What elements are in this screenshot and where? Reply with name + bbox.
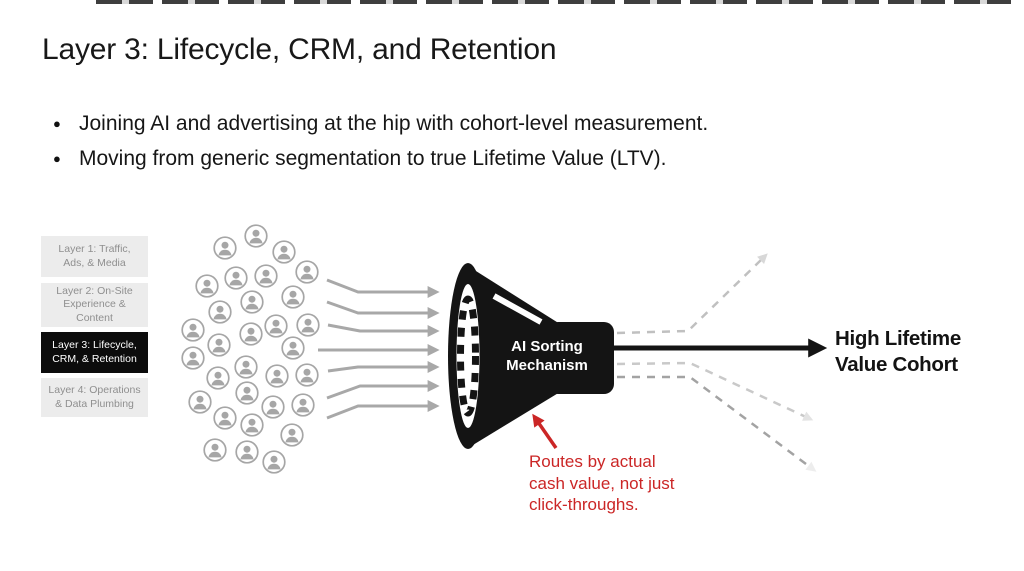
funnel-label-line: AI Sorting	[511, 338, 583, 355]
person-icon	[280, 423, 304, 447]
person-icon	[261, 395, 285, 419]
flow-arrow	[326, 400, 440, 420]
person-icon	[235, 440, 259, 464]
person-icon	[291, 393, 315, 417]
flow-arrow	[326, 278, 440, 298]
layer-nav-item-4: Layer 4: Operations & Data Plumbing	[41, 378, 148, 417]
person-icon	[235, 381, 259, 405]
flow-arrow	[327, 361, 440, 373]
person-icon	[234, 355, 258, 379]
funnel-icon	[448, 263, 614, 449]
annotation-arrow	[532, 413, 558, 449]
layer-nav-item-2: Layer 2: On-Site Experience & Content	[41, 283, 148, 327]
bullet-item: ● Joining AI and advertising at the hip …	[53, 106, 708, 141]
person-icon	[207, 333, 231, 357]
top-edge-artifact	[96, 0, 1012, 4]
funnel-label: AI Sorting Mechanism	[494, 337, 600, 375]
person-icon	[265, 364, 289, 388]
layer-nav-item-1: Layer 1: Traffic, Ads, & Media	[41, 236, 148, 277]
person-icon	[254, 264, 278, 288]
person-icon	[224, 266, 248, 290]
person-icon	[240, 413, 264, 437]
person-icon	[295, 363, 319, 387]
input-flow-arrows	[318, 278, 440, 420]
person-icon	[295, 260, 319, 284]
annotation-line: click-throughs.	[529, 495, 639, 514]
bullet-text: Joining AI and advertising at the hip wi…	[79, 111, 709, 135]
annotation-line: cash value, not just	[529, 473, 675, 493]
person-icon	[206, 366, 230, 390]
flow-arrow	[326, 380, 440, 400]
cohort-label: High Lifetime Value Cohort	[835, 326, 961, 378]
bullet-text: Moving from generic segmentation to true…	[79, 146, 667, 170]
bullet-dot-icon: ●	[53, 151, 61, 166]
bullet-list: ● Joining AI and advertising at the hip …	[53, 106, 708, 176]
cohort-label-line: Value Cohort	[835, 353, 958, 376]
output-flow-arrows	[614, 253, 828, 472]
person-icon	[281, 336, 305, 360]
person-icon	[188, 390, 212, 414]
funnel-label-line: Mechanism	[506, 357, 588, 374]
person-icon	[281, 285, 305, 309]
page-title: Layer 3: Lifecycle, CRM, and Retention	[42, 33, 557, 66]
flow-arrow	[327, 323, 440, 337]
annotation-arrow	[532, 413, 558, 449]
person-icon	[239, 322, 263, 346]
annotation-text: Routes by actual cash value, not just cl…	[529, 451, 675, 516]
person-icon	[208, 300, 232, 324]
person-icon	[181, 346, 205, 370]
discard-path-up	[616, 253, 768, 335]
audience-crowd	[181, 224, 320, 474]
person-icon	[240, 290, 264, 314]
annotation-line: Routes by actual	[529, 452, 656, 471]
bullet-dot-icon: ●	[53, 116, 61, 131]
person-icon	[203, 438, 227, 462]
person-icon	[264, 314, 288, 338]
person-icon	[213, 406, 237, 430]
person-icon	[244, 224, 268, 248]
person-icon	[296, 313, 320, 337]
person-icon	[262, 450, 286, 474]
discard-path-mid	[616, 361, 814, 421]
layer-nav-item-3-active: Layer 3: Lifecycle, CRM, & Retention	[41, 332, 148, 373]
person-icon	[213, 236, 237, 260]
discard-path-down	[617, 375, 817, 472]
cohort-label-line: High Lifetime	[835, 327, 961, 350]
flow-arrow	[326, 300, 440, 319]
person-icon	[181, 318, 205, 342]
bullet-item: ● Moving from generic segmentation to tr…	[53, 141, 708, 176]
person-icon	[195, 274, 219, 298]
person-icon	[272, 240, 296, 264]
